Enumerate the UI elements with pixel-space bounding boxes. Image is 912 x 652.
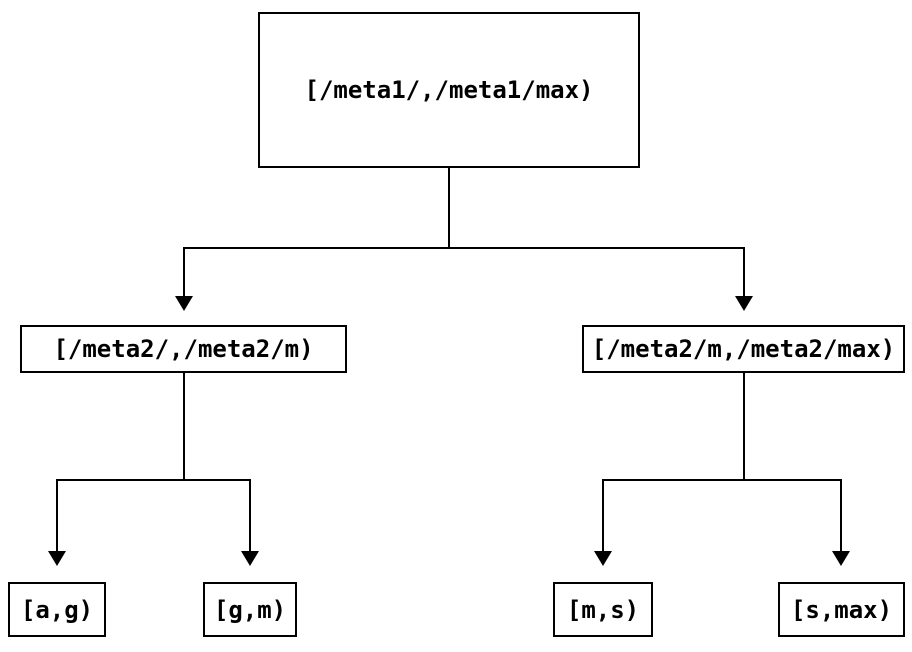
node-meta2-low-range: [/meta2/,/meta2/m) [20, 325, 347, 373]
arrowhead-leaf-smax [832, 551, 850, 566]
node-range-smax: [s,max) [778, 582, 905, 637]
node-range-ms: [m,s) [553, 582, 653, 637]
node-meta1-range: [/meta1/,/meta1/max) [258, 12, 640, 168]
node-meta1-label: [/meta1/,/meta1/max) [304, 76, 594, 104]
node-meta2-high-label: [/meta2/m,/meta2/max) [591, 335, 896, 363]
node-range-smax-label: [s,max) [790, 595, 893, 624]
node-meta2-high-range: [/meta2/m,/meta2/max) [582, 325, 905, 373]
node-meta2-low-label: [/meta2/,/meta2/m) [53, 335, 314, 363]
node-range-ag-label: [a,g) [20, 595, 94, 624]
arrowhead-meta2-left [175, 296, 193, 311]
node-range-ag: [a,g) [8, 582, 106, 637]
arrowhead-leaf-ms [594, 551, 612, 566]
node-range-gm-label: [g,m) [213, 595, 287, 624]
arrowhead-leaf-gm [241, 551, 259, 566]
arrowhead-leaf-ag [48, 551, 66, 566]
node-range-gm: [g,m) [203, 582, 297, 637]
arrowhead-meta2-right [735, 296, 753, 311]
node-range-ms-label: [m,s) [566, 595, 640, 624]
